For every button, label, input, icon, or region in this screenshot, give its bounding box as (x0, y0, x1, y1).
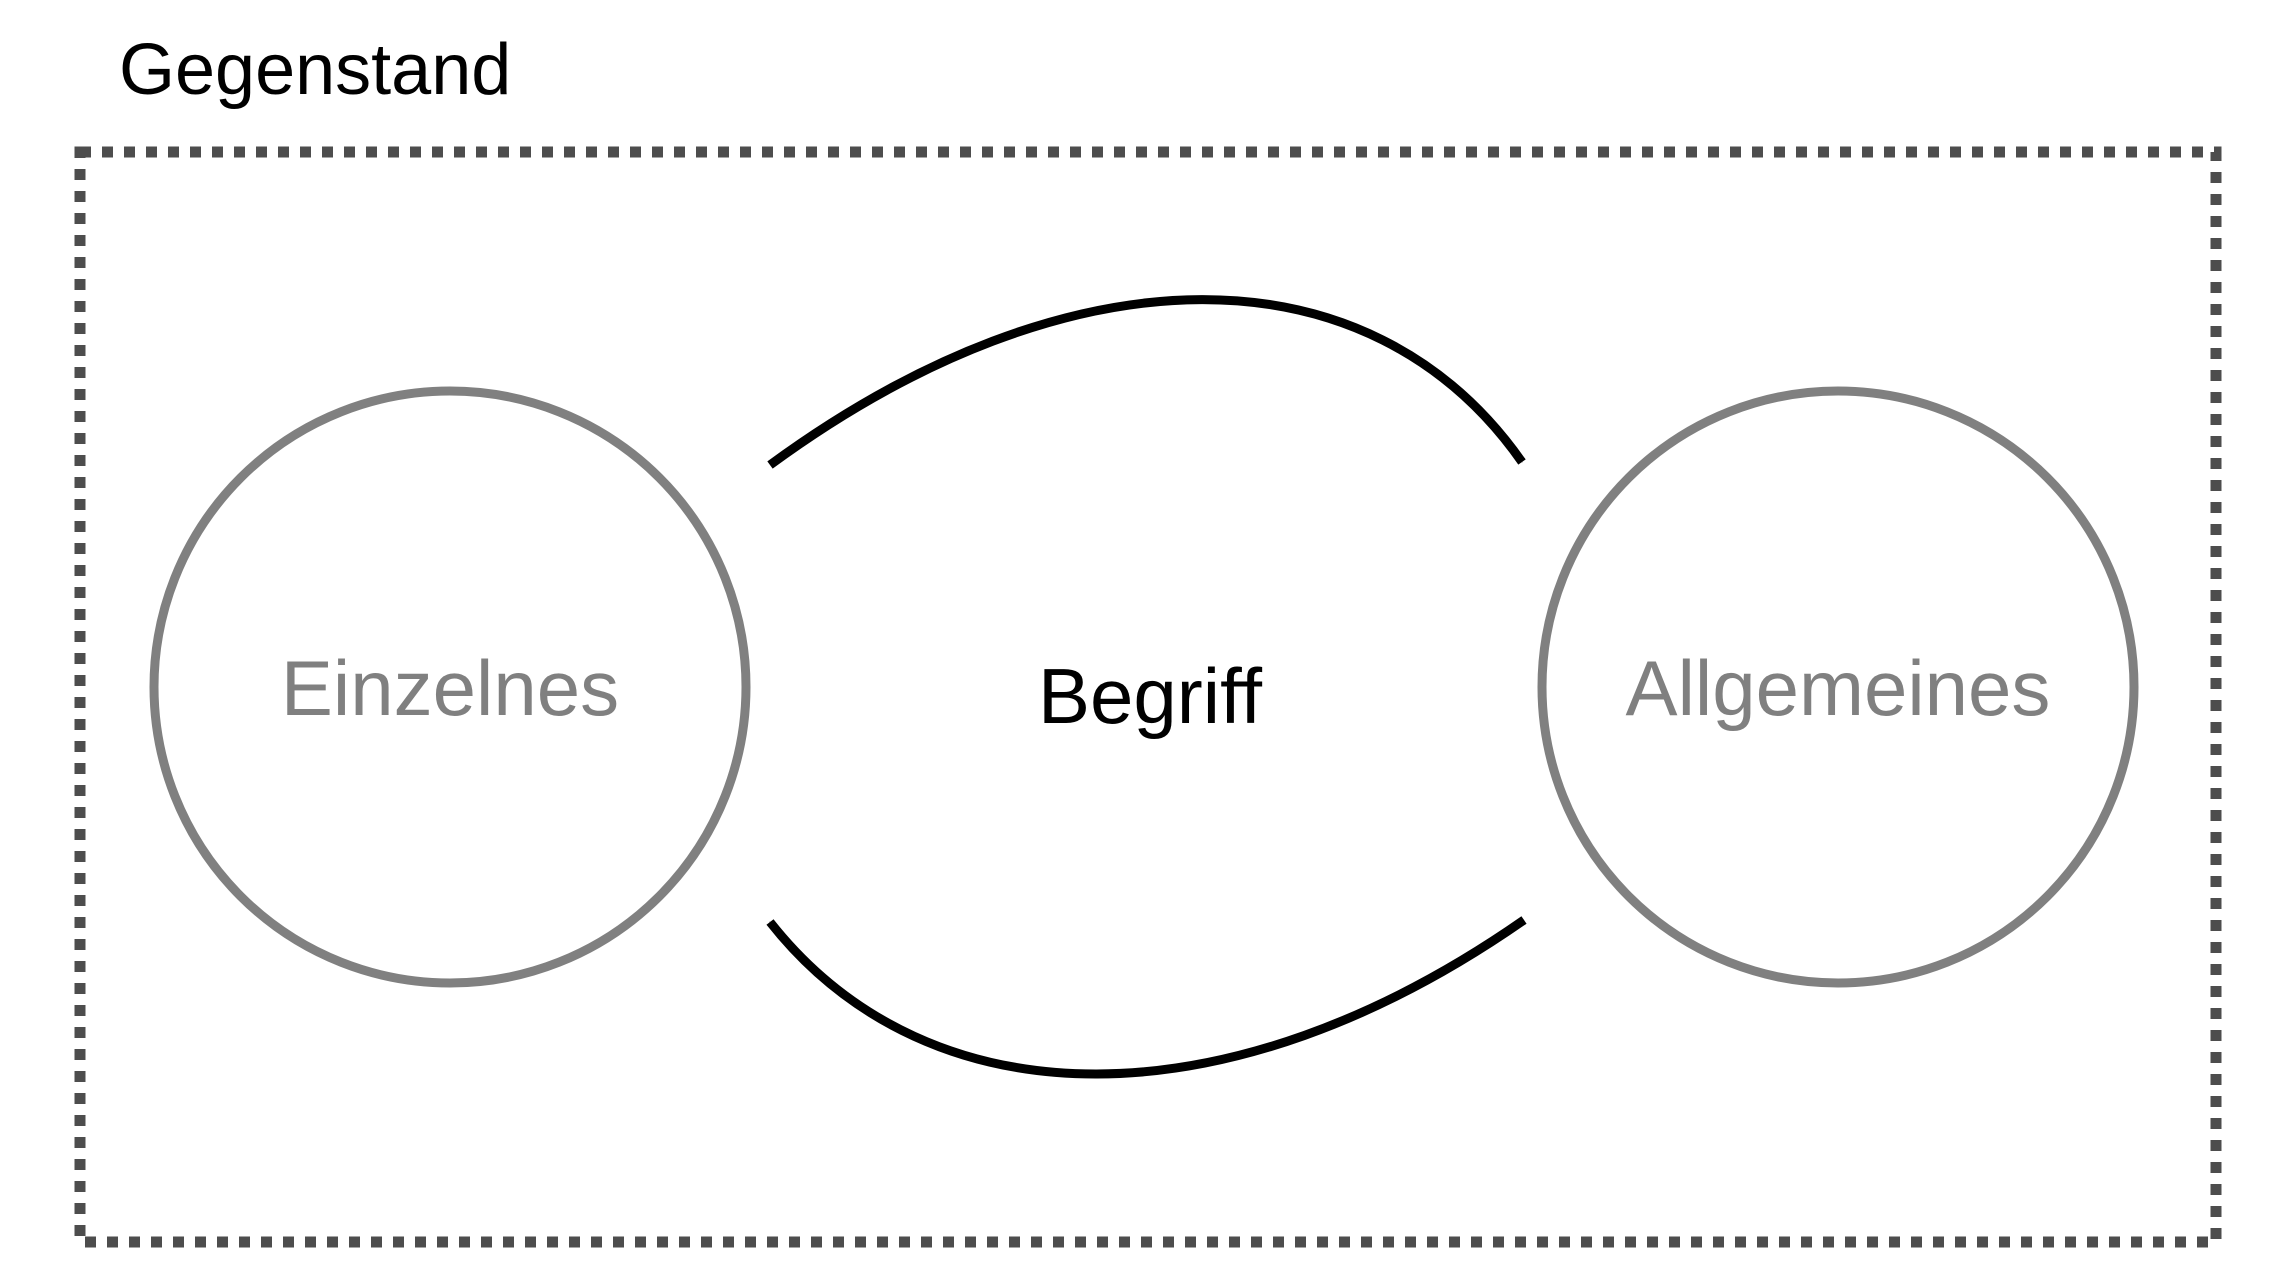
container-title: Gegenstand (119, 30, 511, 110)
container-frame (74, 146, 2222, 1248)
node-allgemeines: Allgemeines (1537, 386, 2139, 988)
arrow-allgemeines-to-einzelnes (766, 916, 1527, 1079)
node-einzelnes-label: Einzelnes (281, 644, 619, 732)
node-allgemeines-label: Allgemeines (1626, 644, 2051, 732)
node-allgemeines-circle (1537, 386, 2139, 988)
center-label-begriff: Begriff (1038, 652, 1262, 740)
node-einzelnes: Einzelnes (149, 386, 751, 988)
node-einzelnes-circle (149, 386, 751, 988)
arrow-einzelnes-to-allgemeines (767, 295, 1526, 469)
